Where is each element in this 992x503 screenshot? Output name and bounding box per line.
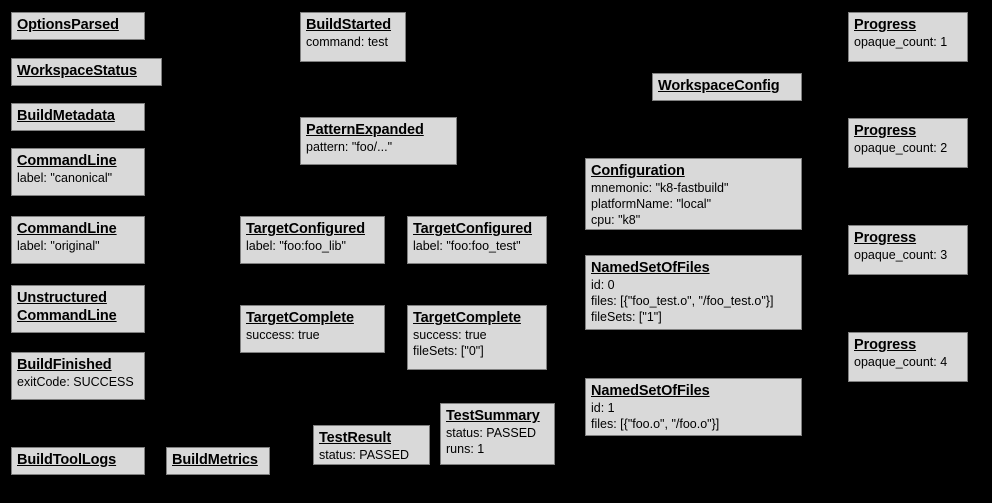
node-field: cpu: "k8" [591, 213, 641, 227]
node-field: opaque_count: 4 [854, 355, 948, 369]
node-test-result[interactable]: TestResult status: PASSED [313, 425, 430, 465]
node-named-set-of-files-1[interactable]: NamedSetOfFiles id: 1 files: [{"foo.o", "/… [585, 378, 802, 436]
node-title: BuildFinished [17, 357, 112, 373]
node-command-line-canonical[interactable]: CommandLine label: "canonical" [11, 148, 145, 196]
node-field: label: "canonical" [17, 171, 113, 185]
node-configuration[interactable]: Configuration mnemonic: "k8-fastbuild" pla… [585, 158, 802, 230]
node-field: pattern: "foo/..." [306, 140, 393, 154]
node-field: exitCode: SUCCESS [17, 375, 134, 389]
node-field: success: true [246, 328, 320, 342]
node-field: id: 1 [591, 401, 615, 415]
node-field: status: PASSED [319, 448, 410, 462]
node-field: opaque_count: 1 [854, 35, 948, 49]
node-build-finished[interactable]: BuildFinished exitCode: SUCCESS [11, 352, 145, 400]
node-progress-3[interactable]: Progress opaque_count: 3 [848, 225, 968, 275]
node-title: TargetConfigured [246, 221, 365, 237]
node-title: TestResult [319, 430, 392, 446]
node-test-summary[interactable]: TestSummary status: PASSED runs: 1 [440, 403, 555, 465]
node-title: Unstructured [17, 290, 107, 306]
node-named-set-of-files-0[interactable]: NamedSetOfFiles id: 0 files: [{"foo_test.o… [585, 255, 802, 330]
node-title: BuildStarted [306, 17, 392, 33]
node-title: TargetConfigured [413, 221, 532, 237]
node-title: Progress [854, 230, 917, 246]
node-build-metadata[interactable]: BuildMetadata [11, 103, 145, 131]
node-progress-1[interactable]: Progress opaque_count: 1 [848, 12, 968, 62]
node-title: Configuration [591, 163, 685, 179]
node-title: Progress [854, 337, 917, 353]
node-field: id: 0 [591, 278, 615, 292]
node-field: opaque_count: 2 [854, 141, 948, 155]
node-title: PatternExpanded [306, 122, 424, 138]
node-field: opaque_count: 3 [854, 248, 948, 262]
node-title: WorkspaceStatus [17, 63, 137, 79]
node-target-configured-foo-test[interactable]: TargetConfigured label: "foo:foo_test" [407, 216, 547, 264]
node-title: OptionsParsed [17, 17, 119, 33]
node-title: BuildMetrics [172, 452, 258, 468]
node-options-parsed[interactable]: OptionsParsed [11, 12, 145, 40]
node-title: Progress [854, 17, 917, 33]
node-field: runs: 1 [446, 442, 485, 456]
node-field: success: true [413, 328, 487, 342]
node-field: files: [{"foo_test.o", "/foo_test.o"}] [591, 294, 774, 308]
node-title: CommandLine [17, 221, 117, 237]
node-build-started[interactable]: BuildStarted command: test [300, 12, 406, 62]
node-build-tool-logs[interactable]: BuildToolLogs [11, 447, 145, 475]
node-progress-2[interactable]: Progress opaque_count: 2 [848, 118, 968, 168]
node-field: fileSets: ["1"] [591, 310, 662, 324]
node-workspace-status[interactable]: WorkspaceStatus [11, 58, 162, 86]
node-title: TargetComplete [413, 310, 521, 326]
node-field: label: "foo:foo_test" [413, 239, 521, 253]
node-title: TestSummary [446, 408, 540, 424]
node-progress-4[interactable]: Progress opaque_count: 4 [848, 332, 968, 382]
node-field: status: PASSED [446, 426, 537, 440]
node-title: TargetComplete [246, 310, 354, 326]
node-target-configured-foo-lib[interactable]: TargetConfigured label: "foo:foo_lib" [240, 216, 385, 264]
node-target-complete-test[interactable]: TargetComplete success: true fileSets: ["0… [407, 305, 547, 370]
node-field: command: test [306, 35, 388, 49]
node-field: label: "original" [17, 239, 100, 253]
node-title: WorkspaceConfig [658, 78, 780, 94]
node-field: platformName: "local" [591, 197, 712, 211]
node-title-line2: CommandLine [17, 308, 117, 324]
node-pattern-expanded[interactable]: PatternExpanded pattern: "foo/..." [300, 117, 457, 165]
node-build-metrics[interactable]: BuildMetrics [166, 447, 270, 475]
node-field: fileSets: ["0"] [413, 344, 484, 358]
node-title: NamedSetOfFiles [591, 383, 710, 399]
node-target-complete-lib[interactable]: TargetComplete success: true [240, 305, 385, 353]
node-command-line-original[interactable]: CommandLine label: "original" [11, 216, 145, 264]
node-field: label: "foo:foo_lib" [246, 239, 346, 253]
node-title: BuildToolLogs [17, 452, 117, 468]
node-workspace-config[interactable]: WorkspaceConfig [652, 73, 802, 101]
node-field: files: [{"foo.o", "/foo.o"}] [591, 417, 720, 431]
node-title: NamedSetOfFiles [591, 260, 710, 276]
node-title: BuildMetadata [17, 108, 115, 124]
node-field: mnemonic: "k8-fastbuild" [591, 181, 729, 195]
node-title: CommandLine [17, 153, 117, 169]
node-title: Progress [854, 123, 917, 139]
